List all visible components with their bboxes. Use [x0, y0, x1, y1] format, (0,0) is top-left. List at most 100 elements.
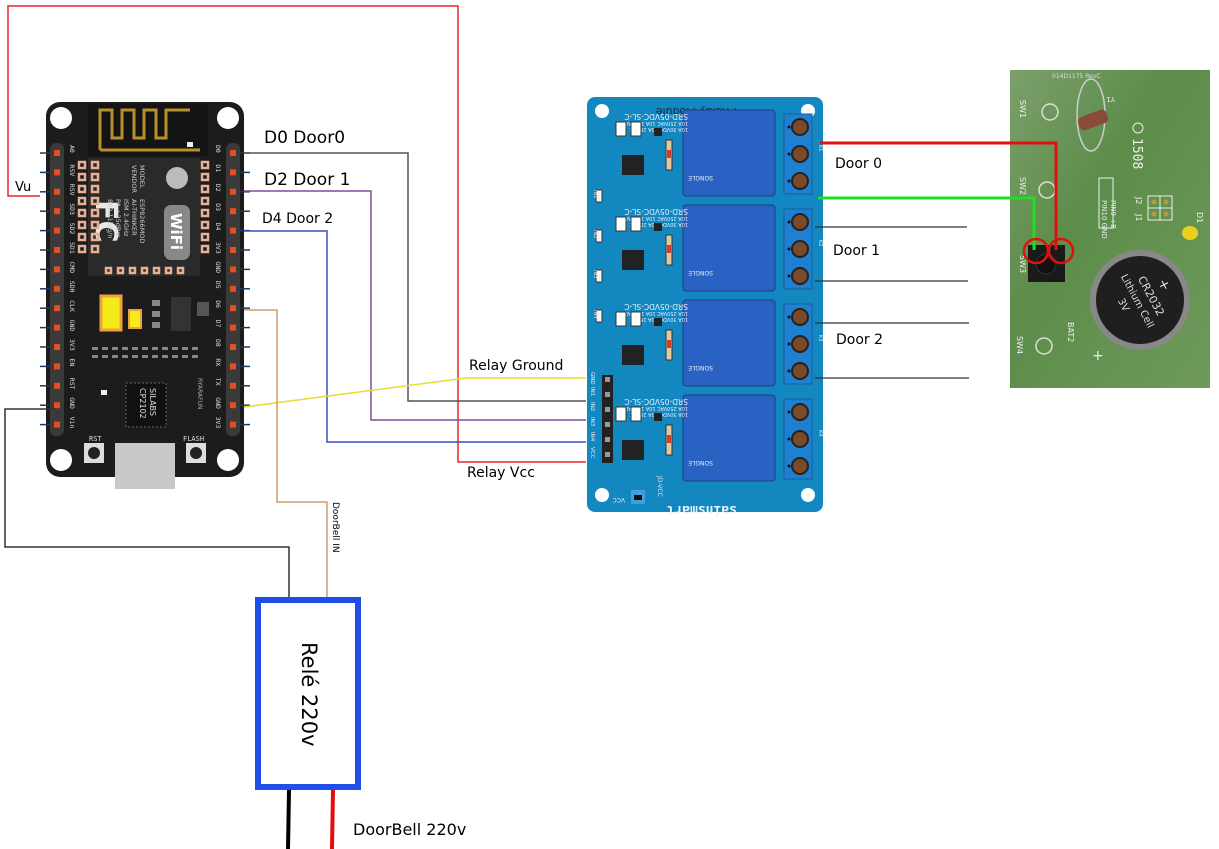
pin-gnd[interactable]	[230, 266, 236, 273]
doorbell-in-wire[interactable]	[244, 309, 328, 598]
d0-wire[interactable]	[244, 152, 586, 402]
svg-text:J1: J1	[1134, 213, 1143, 221]
d2-wire[interactable]	[244, 190, 586, 421]
resistor	[630, 311, 642, 327]
relay-k2	[682, 204, 776, 292]
pin-rx[interactable]	[230, 363, 236, 370]
svg-text:10A 250VAC 10A 125VAC: 10A 250VAC 10A 125VAC	[624, 405, 688, 411]
pin-clk[interactable]	[54, 305, 60, 312]
sw4-outline	[1035, 337, 1053, 355]
header-pin-in2[interactable]	[605, 407, 610, 412]
doorbell-red-wire[interactable]	[330, 789, 335, 849]
pin-en[interactable]	[54, 363, 60, 370]
pin-label: CMD	[68, 261, 76, 273]
songle-brand: SONGLE	[688, 269, 713, 276]
pin-label: D8	[214, 339, 222, 347]
pin-sd0[interactable]	[54, 285, 60, 292]
door0-red-wire[interactable]	[820, 141, 1058, 250]
pin-rsv[interactable]	[54, 188, 60, 195]
flash-label: FLASH	[183, 435, 204, 443]
pin-a0[interactable]	[54, 150, 60, 156]
screw-icon[interactable]	[791, 145, 809, 163]
pin-d4[interactable]	[230, 227, 236, 234]
pin-d2[interactable]	[230, 188, 236, 195]
svg-text:VENDOR: VENDOR	[130, 165, 138, 194]
pin-label: GND	[68, 397, 76, 409]
pin-d5[interactable]	[230, 285, 236, 292]
rst-label: RST	[89, 435, 102, 443]
relay-id: K2	[817, 240, 823, 246]
relay-model: SRD-05VDC-SL-C	[624, 302, 688, 311]
sainsmart-brand: sainsmart	[667, 502, 737, 517]
remote-control-pcb: 014D1175 RevC Y1 1508 SW1 SW2 SW3 SW4 PI…	[1010, 70, 1210, 388]
screw-icon[interactable]	[791, 335, 809, 353]
pin-label: SD2	[68, 223, 76, 235]
header-pin-vcc[interactable]	[605, 452, 610, 457]
pin-label: Vin	[68, 417, 76, 429]
screw-icon[interactable]	[791, 457, 809, 475]
led-in1	[595, 189, 603, 203]
doorbell-black-wire[interactable]	[286, 789, 291, 849]
pin-d8[interactable]	[230, 344, 236, 350]
pin-gnd[interactable]	[54, 402, 60, 409]
screw-icon[interactable]	[791, 308, 809, 326]
svg-text:SW3: SW3	[1018, 255, 1027, 273]
screw-icon[interactable]	[791, 240, 809, 258]
pin-gnd[interactable]	[230, 402, 236, 409]
d2-door1-label: D2 Door 1	[264, 170, 350, 190]
optocoupler	[622, 250, 644, 270]
smd-components	[92, 347, 198, 358]
screw-icon[interactable]	[791, 403, 809, 421]
relay-module: 4 Relay Module sainsmart SRD-05VDC-SL-C1…	[587, 97, 823, 517]
esp8266-module: FC MODEL VENDOR ESP8266MOD AI-THINKER IS…	[88, 158, 200, 276]
pin-d0[interactable]	[230, 150, 236, 156]
pin-label: SD3	[68, 203, 76, 215]
pin-label: CLK	[68, 300, 76, 312]
vu-wire[interactable]	[7, 5, 586, 463]
screw-icon[interactable]	[791, 118, 809, 136]
pin-3v3[interactable]	[230, 421, 236, 428]
rele-220v-box	[255, 597, 361, 790]
gnd-to-rele-wire[interactable]	[4, 408, 290, 598]
header-pin-in1[interactable]	[605, 392, 610, 397]
d4-door2-label: D4 Door 2	[262, 211, 333, 227]
relay-k1	[682, 109, 776, 197]
pin-gnd[interactable]	[54, 324, 60, 331]
songle-brand: SONGLE	[688, 174, 713, 181]
pin-label: D4	[214, 223, 222, 231]
header-pin-in3[interactable]	[605, 422, 610, 427]
pin-rsv[interactable]	[54, 169, 60, 176]
door0-green-wire[interactable]	[818, 196, 1036, 250]
pin-3v3[interactable]	[54, 344, 60, 350]
pin-cmd[interactable]	[54, 266, 60, 273]
screw-icon[interactable]	[791, 430, 809, 448]
pin-d6[interactable]	[230, 305, 236, 312]
pin-rst[interactable]	[54, 382, 60, 389]
header-pin-in4[interactable]	[605, 437, 610, 442]
resistor	[615, 216, 627, 232]
pin-vin[interactable]	[54, 421, 60, 428]
header-pin-label: IN1	[589, 387, 595, 396]
screw-icon[interactable]	[791, 267, 809, 285]
resistor	[630, 216, 642, 232]
d4-wire[interactable]	[244, 230, 586, 443]
resistor	[615, 311, 627, 327]
pin-d3[interactable]	[230, 208, 236, 215]
pin-sd2[interactable]	[54, 227, 60, 234]
header-pin-gnd[interactable]	[605, 377, 610, 382]
screw-icon[interactable]	[791, 213, 809, 231]
screw-icon[interactable]	[791, 172, 809, 190]
pin-d1[interactable]	[230, 169, 236, 176]
resistor	[615, 121, 627, 137]
pin-sd3[interactable]	[54, 208, 60, 215]
ground-wire[interactable]	[243, 377, 586, 408]
optocoupler	[622, 440, 644, 460]
pin-tx[interactable]	[230, 382, 236, 389]
pin-sd1[interactable]	[54, 247, 60, 253]
screw-icon[interactable]	[791, 362, 809, 380]
svg-text:IN2: IN2	[592, 230, 598, 238]
pin-3v3[interactable]	[230, 247, 236, 253]
pin-d7[interactable]	[230, 324, 236, 331]
